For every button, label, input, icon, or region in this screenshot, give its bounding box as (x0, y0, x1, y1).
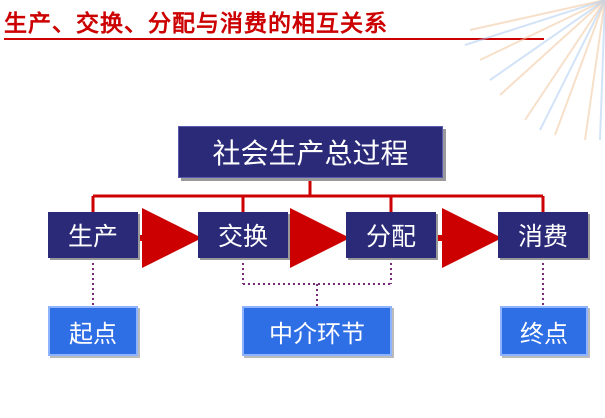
slide-title: 生产、交换、分配与消费的相互关系 (4, 11, 388, 37)
title-underline (4, 38, 544, 40)
stage-production: 生产 (48, 212, 138, 258)
root-node: 社会生产总过程 (178, 126, 443, 178)
stage-consumption: 消费 (498, 212, 588, 258)
stage-exchange: 交换 (198, 212, 288, 258)
note-end: 终点 (500, 306, 588, 356)
note-middle: 中介环节 (242, 306, 392, 356)
note-start: 起点 (48, 306, 138, 356)
stage-distribution: 分配 (346, 212, 436, 258)
